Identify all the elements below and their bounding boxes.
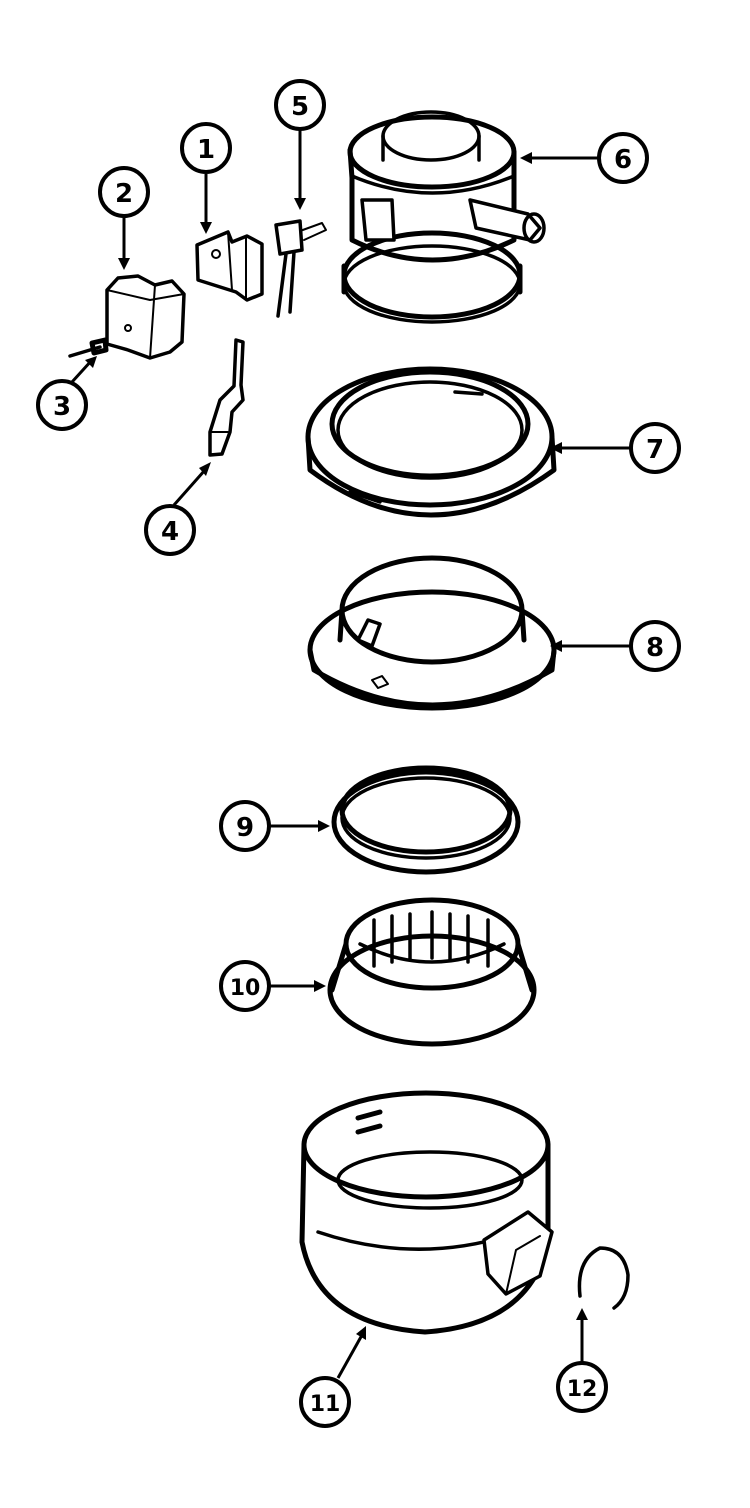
callout-3-label: 3	[53, 392, 71, 422]
part-8-support-ring	[307, 555, 557, 711]
part-3-screw	[68, 337, 109, 358]
part-4-strap	[208, 338, 245, 457]
callout-11: 11	[299, 1376, 351, 1428]
callout-9: 9	[219, 800, 271, 852]
part-9-gasket	[331, 765, 521, 875]
callout-11-label: 11	[310, 1392, 341, 1417]
callout-6: 6	[597, 132, 649, 184]
callout-12: 12	[556, 1361, 608, 1413]
callout-1-label: 1	[197, 135, 215, 165]
leader-arrows	[70, 130, 630, 1379]
callout-10-label: 10	[230, 976, 261, 1001]
callout-8-label: 8	[646, 633, 664, 663]
callout-4-label: 4	[161, 517, 179, 547]
part-12-clip	[577, 1246, 630, 1310]
callout-5: 5	[274, 79, 326, 131]
callout-3: 3	[36, 379, 88, 431]
part-2-switch-cover	[105, 274, 186, 360]
part-11-lower-shell	[299, 1090, 554, 1335]
part-10-baffle	[327, 897, 537, 1047]
callout-2: 2	[98, 166, 150, 218]
callout-7: 7	[629, 422, 681, 474]
callout-10: 10	[219, 960, 271, 1012]
callout-8: 8	[629, 620, 681, 672]
callout-7-label: 7	[646, 435, 664, 465]
callout-1: 1	[180, 122, 232, 174]
part-7-mounting-ring	[305, 366, 557, 518]
callout-12-label: 12	[567, 1377, 598, 1402]
part-1-bracket	[195, 230, 264, 302]
callout-2-label: 2	[115, 179, 133, 209]
callout-5-label: 5	[291, 92, 309, 122]
callout-6-label: 6	[614, 145, 632, 175]
part-5-switch	[274, 219, 327, 318]
callout-9-label: 9	[236, 813, 254, 843]
callout-4: 4	[144, 504, 196, 556]
part-6-housing	[341, 110, 546, 324]
